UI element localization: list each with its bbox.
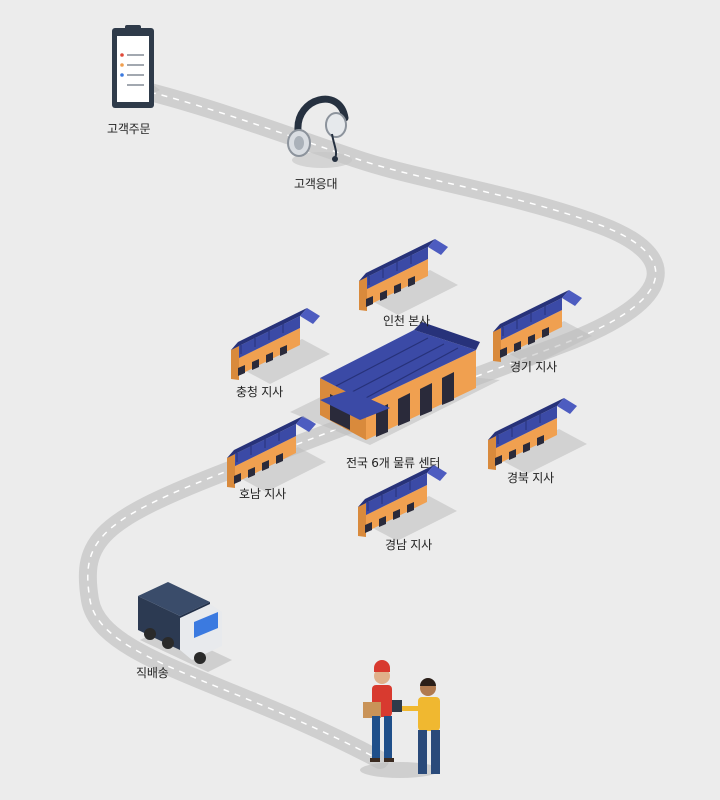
label-gyeonggi: 경기 지사	[510, 360, 557, 374]
label-hub: 전국 6개 물류 센터	[346, 456, 441, 470]
warehouse-gyeongbuk	[487, 397, 588, 475]
delivery-route	[78, 83, 665, 769]
label-honam: 호남 지사	[239, 487, 286, 501]
label-direct: 직배송	[136, 666, 169, 680]
truck-icon	[138, 582, 232, 672]
delivery-people-icon	[360, 660, 440, 778]
label-gyeongnam: 경남 지사	[385, 538, 432, 552]
label-gyeongbuk: 경북 지사	[507, 471, 554, 485]
warehouse-hub	[290, 322, 500, 445]
headset-icon	[287, 95, 352, 168]
label-chungcheong: 충청 지사	[236, 385, 283, 399]
warehouse-incheon	[358, 238, 459, 316]
warehouse-chungcheong	[230, 307, 331, 385]
warehouse-honam	[226, 415, 327, 493]
clipboard-icon	[112, 25, 160, 108]
label-support: 고객응대	[294, 177, 338, 191]
warehouse-gyeongnam	[357, 464, 458, 542]
label-order: 고객주문	[107, 122, 151, 136]
warehouse-gyeonggi	[492, 289, 593, 367]
label-incheon: 인천 본사	[383, 314, 430, 328]
